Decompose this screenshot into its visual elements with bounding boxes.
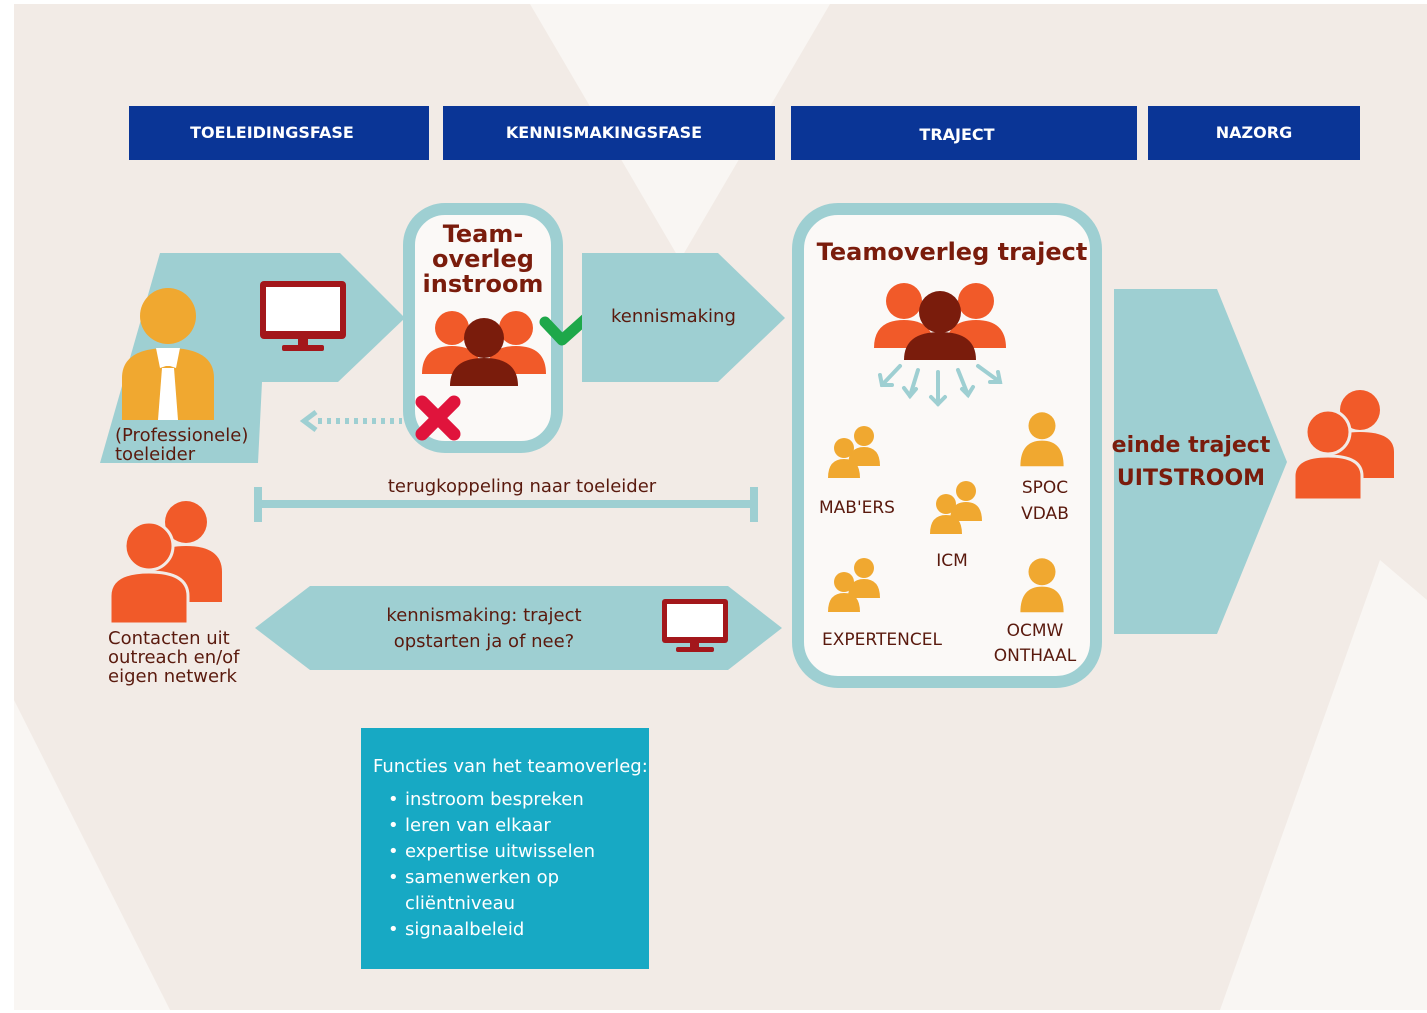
kennismaking-question-line1: kennismaking: traject: [386, 605, 581, 626]
monitor-icon: [662, 599, 728, 652]
phase-label: NAZORG: [1216, 123, 1292, 142]
kennismaking-traject-double-arrow: [255, 586, 782, 670]
cross-icon: [415, 395, 461, 441]
partner-vdab-label: VDAB: [1021, 504, 1069, 524]
phase-label: TOELEIDINGSFASE: [190, 123, 354, 142]
functies-item: leren van elkaar: [405, 815, 551, 836]
background-triangle-left: [14, 700, 170, 1010]
functies-bullet: •: [388, 815, 399, 836]
instroom-title-line3: instroom: [423, 270, 544, 298]
phase-label: KENNISMAKINGSFASE: [506, 123, 702, 142]
person-group-icon: [422, 311, 546, 386]
phase-label: TRAJECT: [919, 125, 994, 144]
contacten-label-line1: Contacten uit: [108, 628, 230, 649]
phase-bar-toeleidingsfase: TOELEIDINGSFASE: [129, 106, 429, 160]
person-group-icon: [874, 283, 1006, 360]
phase-bar-traject: TRAJECT: [791, 106, 1137, 160]
terugkoppeling-bar: [254, 487, 758, 522]
functies-item: signaalbeleid: [405, 919, 524, 940]
kennismaking-arrow: [582, 253, 785, 382]
contacten-person-group-icon: [108, 501, 222, 626]
toeleider-label-line2: toeleider: [115, 444, 196, 465]
functies-list: • instroom bespreken • leren van elkaar …: [388, 789, 595, 940]
instroom-title-line1: Team-: [443, 220, 524, 248]
functies-title: Functies van het teamoverleg:: [373, 756, 648, 777]
partner-ocmw-label: OCMW: [1007, 621, 1064, 641]
background-triangle-right: [1220, 560, 1427, 1010]
einde-traject-arrow: [1114, 289, 1287, 634]
functies-bullet: •: [388, 841, 399, 862]
monitor-icon: [260, 281, 346, 351]
phase-bar-kennismakingsfase: KENNISMAKINGSFASE: [443, 106, 775, 160]
einde-label-line2: UITSTROOM: [1117, 466, 1265, 491]
functies-item: cliëntniveau: [405, 893, 515, 914]
contacten-label-line3: eigen netwerk: [108, 666, 237, 687]
functies-item: samenwerken op: [405, 867, 559, 888]
kennismaking-label: kennismaking: [611, 306, 736, 327]
toeleider-label-line1: (Professionele): [115, 425, 248, 446]
traject-title: Teamoverleg traject: [817, 238, 1088, 266]
functies-bullet: •: [388, 919, 399, 940]
toeleider-person-icon: [122, 288, 214, 420]
contacten-label-line2: outreach en/of: [108, 647, 240, 668]
functies-bullet: •: [388, 789, 399, 810]
phase-bar-nazorg: NAZORG: [1148, 106, 1360, 160]
partner-mabers-label: MAB'ERS: [819, 498, 895, 518]
functies-item: instroom bespreken: [405, 789, 584, 810]
uitstroom-person-group-icon: [1292, 390, 1394, 502]
einde-label-line1: einde traject: [1112, 433, 1271, 458]
terugkoppeling-label: terugkoppeling naar toeleider: [388, 476, 657, 497]
dotted-return-arrow: [299, 410, 402, 432]
kennismaking-question-line2: opstarten ja of nee?: [394, 631, 575, 652]
partner-spoc-label: SPOC: [1022, 478, 1068, 498]
instroom-title-line2: overleg: [432, 245, 534, 273]
arrows-icon: [878, 364, 1003, 407]
partner-icm-label: ICM: [936, 551, 968, 571]
functies-box: [361, 728, 649, 969]
functies-bullet: •: [388, 867, 399, 888]
functies-item: expertise uitwisselen: [405, 841, 595, 862]
partner-onthaal-label: ONTHAAL: [994, 646, 1077, 666]
partner-expertencel-label: EXPERTENCEL: [822, 630, 942, 650]
